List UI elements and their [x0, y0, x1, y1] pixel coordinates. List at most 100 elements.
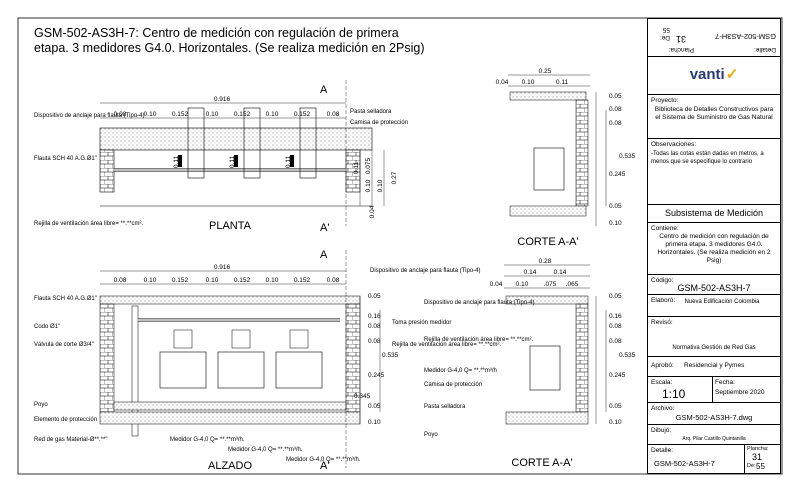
corte1-slab: [509, 91, 587, 101]
alzado-dim-right: 0.345: [354, 393, 371, 400]
corte2-labels: Dispositivo de anclaje para flauta (Tipo…: [424, 300, 573, 469]
tb-escala-divider: [712, 377, 713, 403]
alzado-label-flauta: Flauta SCH 40 A.G.Ø1": [34, 296, 97, 302]
alzado-label-elemento: Elemento de protección: [34, 417, 97, 423]
alzado-slab: [99, 295, 361, 305]
corte2-dim-mid: 0.14: [554, 269, 567, 276]
planta-valve-3: [290, 155, 294, 167]
alzado-regulator-3: [289, 329, 309, 349]
corte2-label-poyo: Poyo: [424, 432, 438, 438]
tb-dibujo-row: Dibujó: Arq. Pilar Castillo Quintanilla: [648, 425, 780, 445]
tb-reviso: Normativa Gestión de Red Gas: [672, 345, 756, 351]
planta-slab: [99, 127, 373, 151]
planta-dim-part: 0.152: [294, 111, 311, 118]
alzado-regulator-2: [231, 329, 251, 349]
drawing-title: GSM-502-AS3H-7: Centro de medición con r…: [34, 26, 425, 55]
corte2-wall: [575, 303, 589, 413]
alzado-view: [99, 250, 381, 468]
tb-elaboro-row: Elaboró: Nueva Edificación Colombia: [648, 295, 780, 317]
planta-dim-mid: 0.11: [173, 156, 180, 169]
planta-dim-part: 0.10: [206, 111, 219, 118]
tb-contiene-row: Contiene: Centro de medición con regulac…: [648, 223, 780, 275]
corte2-view-title: CORTE A-A': [511, 457, 572, 469]
corte2-dim-right: 0.08: [609, 338, 622, 345]
planta-meter-1: [187, 107, 205, 179]
corte2-label-anclaje: Dispositivo de anclaje para flauta (Tipo…: [424, 300, 535, 306]
alzado-dim-part: 0.10: [266, 277, 279, 284]
sheet-frame: [17, 17, 783, 475]
alzado-dim-right: 0.05: [368, 293, 381, 300]
corte1-view: [508, 74, 607, 226]
alzado-dim-right: 0.08: [368, 338, 381, 345]
planta-view-title: PLANTA: [209, 220, 252, 232]
tb-proyecto-label: Proyecto:: [651, 97, 679, 104]
corte1-dim-right: 0.245: [609, 171, 626, 178]
corte1-dim-right: 0.535: [619, 153, 636, 160]
corte2-dim-right: 0.535: [619, 352, 636, 359]
alzado-dim-right: 0.245: [368, 372, 385, 379]
planta-section-a-prime: A': [320, 222, 329, 234]
alzado-dim-total: 0.916: [214, 264, 231, 271]
tb-escala-label: Escala:: [651, 379, 673, 386]
alzado-label-medidor-3: Medidor G-4,0 Q= **.**m³/h.: [286, 457, 361, 463]
planta-label-pasta: Pasta selladora: [350, 109, 392, 115]
tb-plancha-label: Plancha:: [747, 446, 769, 452]
alzado-dim-part: 0.08: [327, 277, 340, 284]
corte2-dim-top: 0.28: [539, 258, 552, 265]
alzado-label-rejilla: Rejilla de ventilación área libre= **.**…: [392, 342, 502, 348]
tb-dibujo: Arq. Pilar Castillo Quintanilla: [682, 436, 746, 442]
planta-dim-right: 0.27: [391, 171, 398, 184]
planta-dim-right: 0.075: [365, 157, 372, 174]
alzado-label-anclaje: Dispositivo de anclaje para flauta (Tipo…: [370, 268, 481, 274]
planta-wall-left: [99, 149, 115, 193]
tb-rotated-header: Detalle: GSM-502-AS3H-7 Plancha: 31 De: …: [648, 19, 780, 57]
alzado-dim-right: 0.05: [368, 403, 381, 410]
corte1-view-title: CORTE A-A': [517, 236, 578, 248]
tb-reviso-row: Revisó: Normativa Gestión de Red Gas: [648, 317, 780, 357]
tb-top-plancha: 31: [675, 34, 686, 44]
tb-detalle-divider: [744, 445, 745, 473]
tb-codigo-label: Código:: [651, 277, 674, 284]
planta-section-a: A: [320, 84, 328, 96]
alzado-section-a-prime: A': [320, 460, 329, 472]
planta-view: [99, 80, 385, 226]
planta-dim-bottom: 0.04: [369, 205, 376, 218]
alzado-dim-part: 0.10: [206, 277, 219, 284]
tb-aprobo-label: Aprobó:: [651, 362, 674, 369]
alzado-poyo: [113, 401, 347, 411]
planta-label-anclaje: Dispositivo de anclaje para flauta (Tipo…: [34, 113, 145, 119]
tb-fecha: Septiembre 2020: [715, 389, 765, 396]
brand-logo: vanti✓: [648, 65, 780, 83]
corte1-dim-part: 0.11: [556, 79, 569, 86]
tb-subsistema-row: Subsistema de Medición: [648, 205, 780, 223]
planta-dim-total: 0.916: [214, 96, 231, 103]
tb-proyecto: Biblioteca de Detalles Constructivos par…: [654, 106, 774, 121]
planta-label-camisa: Camisa de protección: [350, 120, 408, 126]
alzado-label-redgas: Red de gas Material-Ø**.**": [34, 437, 108, 443]
corte2-dim-part: 0.10: [516, 281, 529, 288]
corte2-meter: [529, 345, 561, 391]
planta-dimensions: 0.916 0.08 0.10 0.152 0.10 0.152 0.10 0.…: [114, 96, 398, 218]
corte2-slab: [505, 295, 589, 305]
tb-obs: -Todas las cotas están dadas en metros, …: [651, 151, 764, 165]
corte2-dim-right: 0.05: [609, 403, 622, 410]
planta-dim-mid: 0.11: [229, 156, 236, 169]
tb-top-de: 55: [662, 26, 670, 33]
tb-elaboro: Nueva Edificación Colombia: [684, 299, 760, 305]
alzado-dimensions: 0.916 0.08 0.10 0.152 0.10 0.152 0.10 0.…: [114, 264, 399, 426]
corte2-dim-right: 0.16: [609, 313, 622, 320]
tb-rotated-content: Detalle: GSM-502-AS3H-7 Plancha: 31 De: …: [652, 23, 776, 53]
corte2-dim-part: 0.04: [490, 281, 503, 288]
alzado-label-poyo: Poyo: [34, 402, 48, 408]
tb-detalle-label: Detalle:: [651, 447, 674, 454]
tb-escala-row: Escala: 1:10 Fecha: Septiembre 2020: [648, 377, 780, 403]
corte1-dim-right: 0.05: [609, 93, 622, 100]
alzado-dim-right: 0.535: [382, 352, 399, 359]
tb-top-detalle-label: Detalle:: [753, 46, 776, 53]
alzado-dim-right: 0.10: [368, 419, 381, 426]
planta-valve-2: [234, 155, 238, 167]
planta-dim-part: 0.08: [327, 111, 340, 118]
planta-dim-right: 0.10: [377, 179, 384, 192]
corte1-meter: [533, 147, 565, 191]
corte2-floor: [505, 411, 589, 425]
